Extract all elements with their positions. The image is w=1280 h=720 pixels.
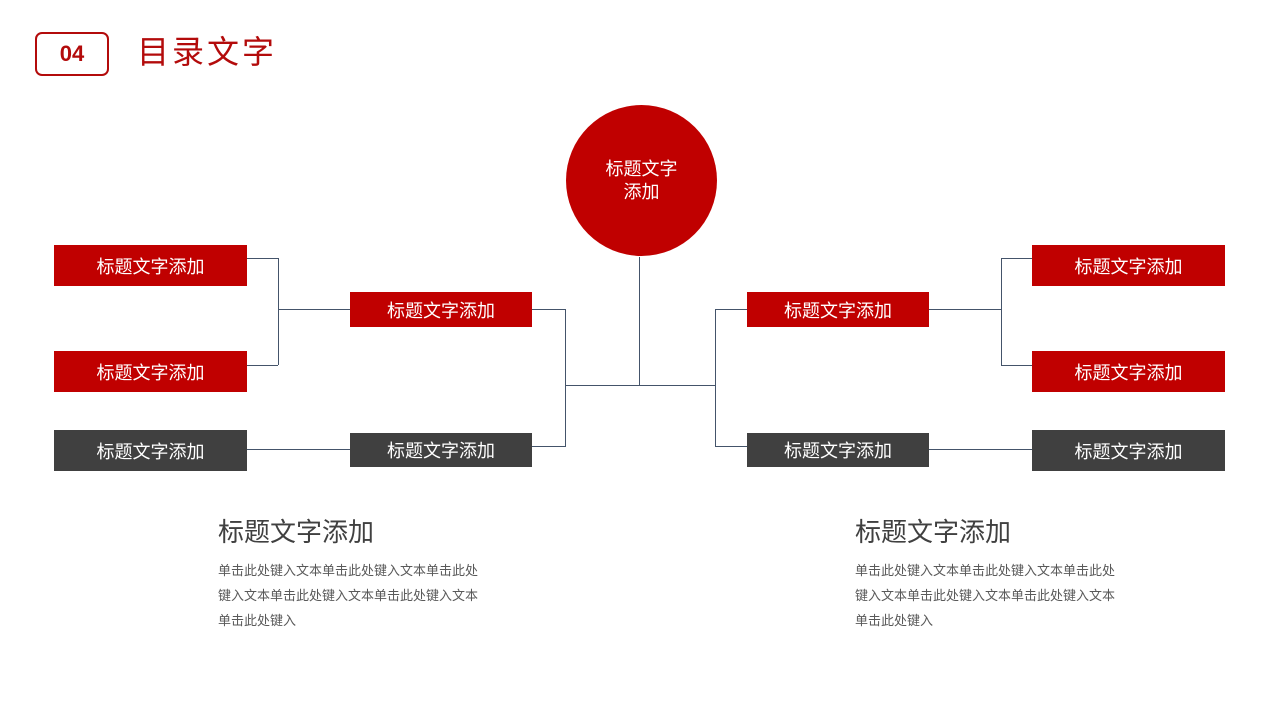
right-branch-bottom-line xyxy=(715,446,747,447)
center-node-line2: 添加 xyxy=(623,181,660,203)
left-inner-node-2[interactable]: 标题文字添加 xyxy=(350,433,532,467)
center-node-circle[interactable]: 标题文字 添加 xyxy=(566,105,717,256)
text-section-right: 标题文字添加 单击此处键入文本单击此处键入文本单击此处键入文本单击此处键入文本单… xyxy=(855,516,1115,634)
left-branch-vertical xyxy=(565,309,566,447)
node-label: 标题文字添加 xyxy=(784,300,892,322)
node-label: 标题文字添加 xyxy=(1074,441,1183,463)
right-bracket-top xyxy=(1001,258,1032,259)
center-node-line1: 标题文字 xyxy=(605,158,678,180)
right-outer-node-1[interactable]: 标题文字添加 xyxy=(1032,245,1225,286)
right-branch-top-line xyxy=(715,309,747,310)
right-bracket-bottom xyxy=(1001,365,1032,366)
node-label: 标题文字添加 xyxy=(1074,256,1183,278)
right-outer-node-3[interactable]: 标题文字添加 xyxy=(1032,430,1225,471)
page-title: 目录文字 xyxy=(137,33,278,71)
text-section-left: 标题文字添加 单击此处键入文本单击此处键入文本单击此处键入文本单击此处键入文本单… xyxy=(218,516,478,634)
section-title: 标题文字添加 xyxy=(218,518,375,548)
left-branch-top-line xyxy=(532,309,565,310)
left-outer-node-2[interactable]: 标题文字添加 xyxy=(54,351,247,392)
left-outer-node-1[interactable]: 标题文字添加 xyxy=(54,245,247,286)
node-label: 标题文字添加 xyxy=(96,362,205,384)
section-body[interactable]: 单击此处键入文本单击此处键入文本单击此处键入文本单击此处键入文本单击此处键入文本… xyxy=(855,564,1116,629)
right-branch-vertical xyxy=(715,309,716,447)
node-label: 标题文字添加 xyxy=(387,441,495,462)
node-label: 标题文字添加 xyxy=(96,441,205,463)
node-label: 标题文字添加 xyxy=(387,300,495,322)
right-dark-link xyxy=(929,449,1032,450)
section-number-badge: 04 xyxy=(35,32,109,76)
section-number: 04 xyxy=(59,41,85,66)
left-bracket-top xyxy=(247,258,278,259)
center-bar-line xyxy=(565,385,716,386)
left-dark-link xyxy=(247,449,350,450)
node-label: 标题文字添加 xyxy=(1074,362,1183,384)
center-stem-line xyxy=(639,257,640,385)
left-bracket-bottom xyxy=(247,365,278,366)
right-bracket-mid xyxy=(929,309,1001,310)
left-bracket-mid xyxy=(278,309,350,310)
right-bracket-vertical xyxy=(1001,258,1002,365)
right-outer-node-2[interactable]: 标题文字添加 xyxy=(1032,351,1225,392)
section-title: 标题文字添加 xyxy=(855,518,1012,548)
right-inner-node-1[interactable]: 标题文字添加 xyxy=(747,292,929,327)
section-body[interactable]: 单击此处键入文本单击此处键入文本单击此处键入文本单击此处键入文本单击此处键入文本… xyxy=(218,564,479,629)
node-label: 标题文字添加 xyxy=(96,256,205,278)
node-label: 标题文字添加 xyxy=(784,441,892,462)
right-inner-node-2[interactable]: 标题文字添加 xyxy=(747,433,929,467)
left-bracket-vertical xyxy=(278,258,279,365)
left-inner-node-1[interactable]: 标题文字添加 xyxy=(350,292,532,327)
left-branch-bottom-line xyxy=(532,446,565,447)
left-outer-node-3[interactable]: 标题文字添加 xyxy=(54,430,247,471)
